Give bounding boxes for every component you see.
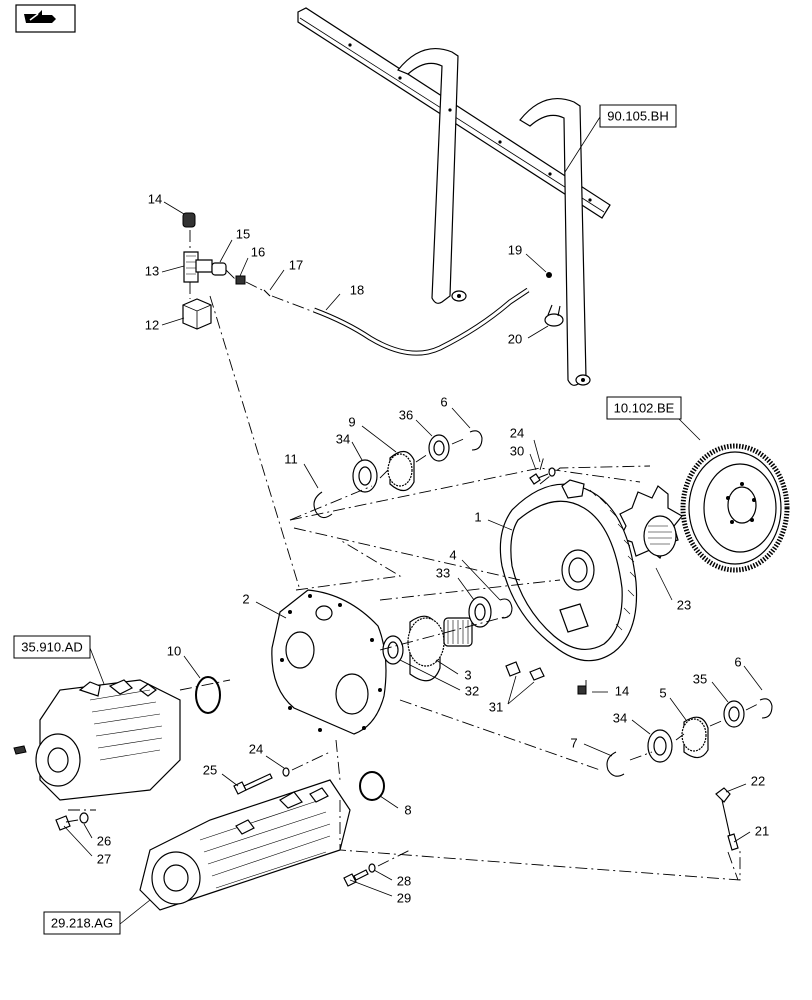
callout-17[interactable]: 17 — [289, 257, 303, 272]
callout-24[interactable]: 24 — [510, 425, 524, 440]
callout-5[interactable]: 5 — [659, 685, 666, 700]
callout-30[interactable]: 30 — [510, 443, 524, 458]
flywheel — [680, 443, 790, 573]
right-gear-set — [399, 698, 773, 777]
callout-25[interactable]: 25 — [203, 762, 217, 777]
bolt-30 — [529, 467, 556, 485]
callout-23[interactable]: 23 — [677, 597, 691, 612]
hydraulic-pump-bottom — [139, 779, 351, 911]
callout-19[interactable]: 19 — [508, 242, 522, 257]
hydraulic-pump-left — [13, 679, 231, 831]
callout-14[interactable]: 14 — [615, 683, 629, 698]
callout-34[interactable]: 34 — [336, 431, 350, 446]
assembly-guide-lines — [289, 455, 741, 881]
callout-15[interactable]: 15 — [236, 226, 250, 241]
callout-7[interactable]: 7 — [570, 735, 577, 750]
fittings-group — [182, 212, 564, 591]
lower-gear-set — [382, 596, 545, 682]
callout-11[interactable]: 11 — [284, 451, 298, 466]
callout-4[interactable]: 4 — [449, 547, 456, 562]
gear-housing — [499, 479, 638, 695]
o-ring-8 — [359, 771, 385, 801]
pump-cover — [271, 589, 387, 735]
callout-34[interactable]: 34 — [613, 710, 627, 725]
o-ring-10 — [195, 676, 221, 714]
callout-18[interactable]: 18 — [350, 282, 364, 297]
callouts: 14 15 16 17 13 12 18 19 20 9 34 36 — [63, 191, 769, 905]
callout-13[interactable]: 13 — [145, 263, 159, 278]
navigate-icon[interactable] — [15, 4, 76, 33]
callout-20[interactable]: 20 — [508, 331, 522, 346]
callout-21[interactable]: 21 — [755, 823, 769, 838]
callout-26[interactable]: 26 — [97, 833, 111, 848]
callout-16[interactable]: 16 — [251, 244, 265, 259]
reference-pump-left[interactable]: 35.910.AD — [13, 635, 105, 685]
callout-6[interactable]: 6 — [734, 654, 741, 669]
callout-32[interactable]: 32 — [465, 683, 479, 698]
callout-27[interactable]: 27 — [97, 851, 111, 866]
callout-29[interactable]: 29 — [397, 890, 411, 905]
reference-label: 10.102.BE — [614, 400, 675, 415]
callout-10[interactable]: 10 — [167, 643, 181, 658]
upper-gear-set — [289, 430, 483, 521]
callout-36[interactable]: 36 — [399, 407, 413, 422]
frame-assembly — [297, 7, 611, 386]
reference-flywheel[interactable]: 10.102.BE — [606, 396, 701, 441]
callout-24[interactable]: 24 — [249, 741, 263, 756]
callout-12[interactable]: 12 — [145, 317, 159, 332]
callout-8[interactable]: 8 — [404, 802, 411, 817]
callout-9[interactable]: 9 — [348, 414, 355, 429]
reference-frame[interactable]: 90.105.BH — [564, 104, 677, 173]
callout-3[interactable]: 3 — [464, 667, 471, 682]
callout-6[interactable]: 6 — [440, 394, 447, 409]
callout-35[interactable]: 35 — [693, 671, 707, 686]
reference-label: 35.910.AD — [21, 639, 82, 654]
drive-coupling — [619, 485, 683, 559]
callout-33[interactable]: 33 — [436, 565, 450, 580]
reference-pump-bottom[interactable]: 29.218.AG — [43, 899, 151, 935]
callout-31[interactable]: 31 — [489, 699, 503, 714]
reference-label: 29.218.AG — [51, 915, 113, 930]
reference-label: 90.105.BH — [607, 108, 668, 123]
callout-1[interactable]: 1 — [474, 509, 481, 524]
callout-14[interactable]: 14 — [148, 191, 162, 206]
callout-28[interactable]: 28 — [397, 873, 411, 888]
bolt-25 — [233, 751, 331, 795]
dipstick — [715, 787, 739, 881]
callout-22[interactable]: 22 — [751, 773, 765, 788]
callout-2[interactable]: 2 — [242, 591, 249, 606]
